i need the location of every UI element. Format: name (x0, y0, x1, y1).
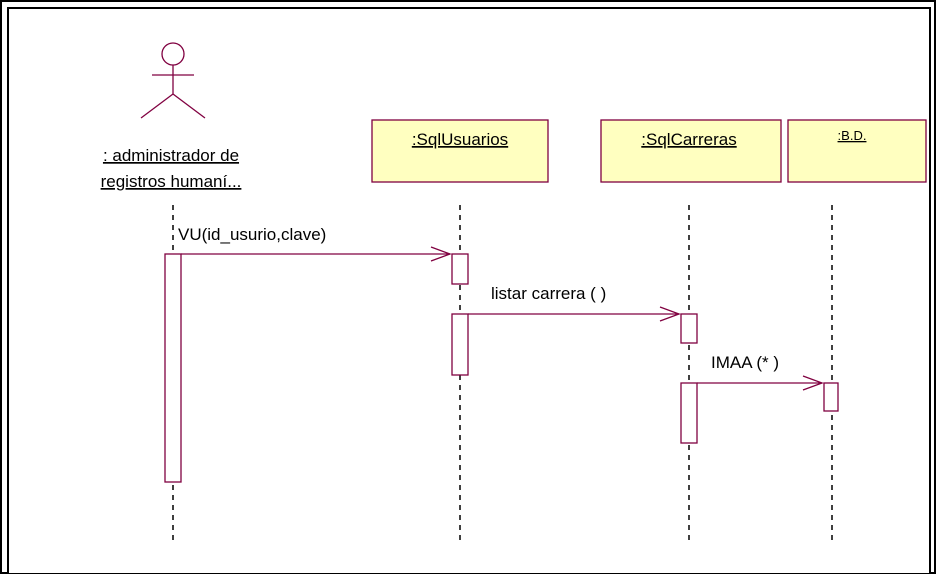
message-label-vu: VU(id_usurio,clave) (178, 225, 326, 244)
diagram-canvas (7, 7, 931, 573)
object-sqlcarreras[interactable]: :SqlCarreras (600, 119, 782, 183)
activation-sqlcarreras-2 (680, 382, 698, 444)
message-listar-carrera[interactable]: listar carrera ( ) (468, 284, 681, 322)
actor-icon[interactable] (140, 42, 206, 119)
object-sqlusuarios[interactable]: :SqlUsuarios (371, 119, 549, 183)
message-imaa[interactable]: IMAA (* ) (697, 353, 824, 391)
activation-sqlcarreras-1 (680, 313, 698, 344)
object-label-sqlusuarios: :SqlUsuarios (412, 130, 508, 149)
message-vu[interactable]: VU(id_usurio,clave) (178, 225, 452, 262)
object-bd[interactable]: :B.D. (787, 119, 927, 183)
object-label-bd: :B.D. (838, 128, 867, 143)
actor-name-line2: registros humaní... (101, 172, 242, 191)
message-label-imaa: IMAA (* ) (711, 353, 779, 372)
activation-sqlusuarios-1 (451, 253, 469, 285)
message-label-listar-carrera: listar carrera ( ) (491, 284, 606, 303)
activation-sqlusuarios-2 (451, 313, 469, 376)
activation-bd (823, 382, 839, 412)
activation-actor (164, 253, 182, 483)
actor-name-line1: : administrador de (103, 146, 239, 165)
object-label-sqlcarreras: :SqlCarreras (641, 130, 736, 149)
